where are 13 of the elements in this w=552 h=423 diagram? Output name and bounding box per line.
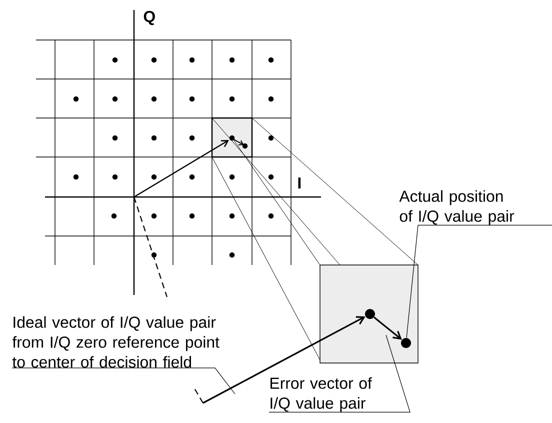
callout-text: Error vector of I/Q value pair (270, 377, 372, 412)
callout-text: Actual position of I/Q value pair (399, 190, 514, 225)
leader-line (406, 224, 552, 338)
point-dot (401, 338, 411, 348)
callout-text: Ideal vector of I/Q value pair from I/Q zero reference point to center of decision field (12, 316, 220, 368)
zoomed-decision-field (320, 264, 418, 364)
leader-line (268, 334, 410, 412)
axis-label: Q (144, 10, 155, 26)
axis-label: I (298, 178, 301, 188)
vector-arrow (202, 316, 366, 404)
leader-line (12, 368, 236, 394)
vector-arrow (374, 316, 402, 340)
point-dot (365, 309, 375, 319)
